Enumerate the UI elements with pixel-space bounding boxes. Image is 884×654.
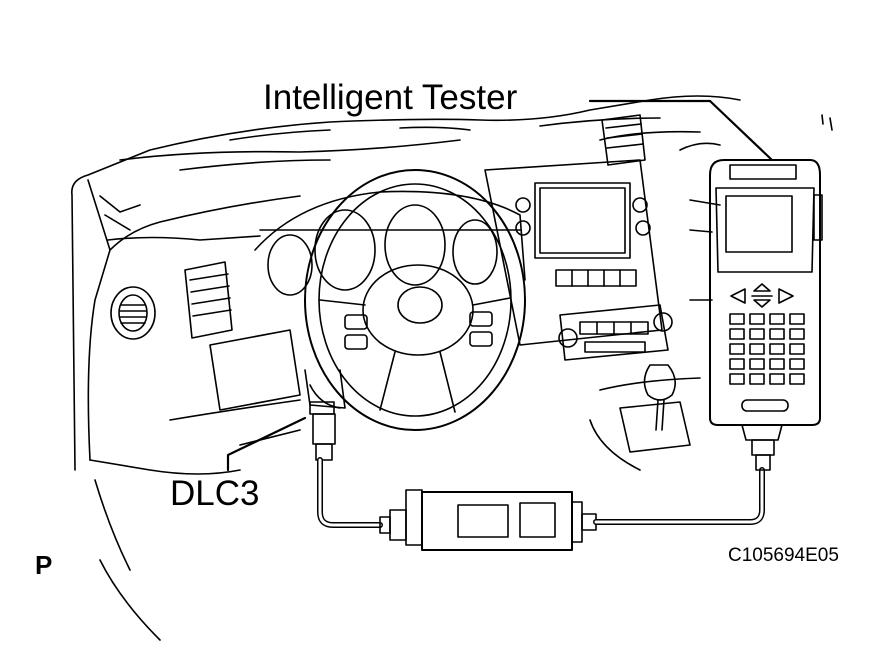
up-arrow-key-icon [753, 283, 771, 292]
tester-leader-line [588, 99, 774, 162]
instrument-cluster [254, 190, 526, 296]
right-arrow-key-icon [778, 288, 794, 304]
dlc3-label: DLC3 [170, 474, 260, 513]
climate-panel [558, 304, 673, 361]
dlc3-leader-line [226, 416, 307, 472]
vehicle-interface-module [379, 489, 597, 551]
shift-lever [589, 364, 701, 471]
down-arrow-key-icon [753, 299, 771, 308]
side-vent [184, 261, 233, 339]
view-marker-label: P [35, 550, 53, 580]
lower-dash [169, 329, 301, 446]
left-arrow-key-icon [730, 288, 746, 304]
dlc3-cable [317, 457, 383, 528]
steering-column [304, 369, 346, 409]
dlc3-connector [309, 401, 336, 461]
intelligent-tester-label: Intelligent Tester [263, 78, 518, 117]
left-air-vent [110, 286, 156, 340]
tester-cable [593, 467, 765, 525]
center-console [484, 114, 663, 346]
figure-code-label: C105694E05 [728, 545, 839, 566]
intelligent-tester-device [709, 159, 823, 471]
